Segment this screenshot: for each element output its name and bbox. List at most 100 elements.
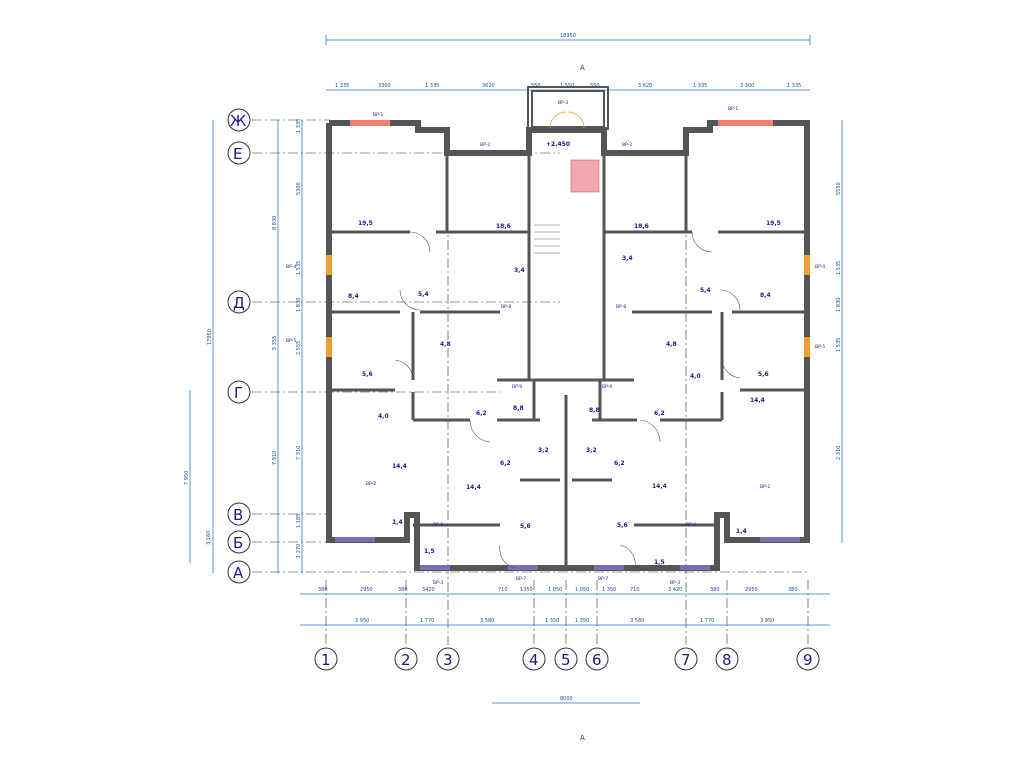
axis-bubble-e: Е <box>227 141 251 165</box>
entrance-bay <box>527 86 609 130</box>
window-top-right <box>718 120 773 126</box>
area-28: 3,2 <box>538 447 549 454</box>
tag-11: ВР-7 <box>516 576 526 582</box>
area-3: 18,6 <box>634 223 649 230</box>
area-18: 1,4 <box>392 519 403 526</box>
area-7: 5,4 <box>700 287 711 294</box>
axis-bubble-9: 9 <box>796 647 820 671</box>
area-19: 1,4 <box>736 528 747 535</box>
area-32: 4,0 <box>378 413 389 420</box>
area-15: 14,4 <box>750 397 765 404</box>
area-6: 5,4 <box>418 291 429 298</box>
bottom1-seg-5: 1350 <box>520 587 533 593</box>
overall-height-text: 17950 <box>207 329 213 345</box>
axis-label-e: Е <box>233 145 242 163</box>
area-11: 4,8 <box>666 341 677 348</box>
tag-6: ВР-4 <box>815 264 825 270</box>
left-total-0: 8 830 <box>272 216 278 230</box>
bottom2-seg-7: 3 950 <box>760 618 774 624</box>
bottom1-seg-9: 710 <box>630 587 640 593</box>
section-mark-top: А <box>580 64 585 72</box>
right-row-0: 5550 <box>836 182 842 195</box>
area-14: 14,4 <box>392 463 407 470</box>
axis-label-v: В <box>233 506 243 524</box>
tag-17: ВР-2 <box>366 481 376 487</box>
tag-14: ВР-8 <box>616 304 626 310</box>
door-swings <box>394 231 741 569</box>
building-walls <box>326 120 810 571</box>
top-seg-0: 1 335 <box>335 83 349 89</box>
top-seg-3: 3620 <box>482 83 495 89</box>
window-bottom-left <box>335 537 375 542</box>
area-12: 5,6 <box>362 371 373 378</box>
interior-walls <box>329 153 807 568</box>
window-right-2 <box>804 337 810 357</box>
stair-landing <box>570 159 600 193</box>
opening-tags: ВР-1 ВР-1 ВР-2 ВР-2 ВР-3 ВР-4 ВР-4 ВР-5 … <box>286 100 825 586</box>
axis-label-g: Г <box>234 384 243 402</box>
axis-bubble-3: 3 <box>436 647 460 671</box>
window-bottom-mid-left <box>420 565 450 570</box>
axis-label-4: 4 <box>529 651 539 669</box>
axis-bubble-zh: Ж <box>227 108 251 132</box>
windows <box>326 120 810 570</box>
bottom2-seg-3: 1 350 <box>545 618 559 624</box>
tag-12: ВР-7 <box>598 576 608 582</box>
area-2: 18,6 <box>496 223 511 230</box>
window-bottom-center-left <box>508 565 538 570</box>
bottom2-seg-0: 3 950 <box>355 618 369 624</box>
area-26: 6,2 <box>500 460 511 467</box>
window-left-2 <box>326 337 332 357</box>
overall-width-text: 18950 <box>560 33 576 39</box>
axis-label-2: 2 <box>401 651 411 669</box>
tag-4: ВР-3 <box>558 100 568 106</box>
axis-bubble-4: 4 <box>522 647 546 671</box>
window-bottom-mid-right <box>680 565 710 570</box>
area-23: 5,6 <box>617 522 628 529</box>
bottom1-seg-8: 1 350 <box>602 587 616 593</box>
right-row-4: 2 310 <box>836 446 842 460</box>
axis-label-7: 7 <box>681 651 691 669</box>
axis-label-zh: Ж <box>230 112 246 130</box>
stair-flight <box>534 224 560 254</box>
axis-label-a: А <box>233 564 244 582</box>
top-seg-9: 3 300 <box>740 83 754 89</box>
area-25: 6,2 <box>654 410 665 417</box>
axis-label-9: 9 <box>803 651 813 669</box>
left-row-1: 5300 <box>296 182 302 195</box>
tag-0: ВР-1 <box>373 112 383 118</box>
tag-15: ВР-9 <box>512 384 522 390</box>
left-total-1: 5 355 <box>272 336 278 350</box>
tag-7: ВР-5 <box>286 338 296 344</box>
bottom2-seg-2: 3 580 <box>480 618 494 624</box>
bottom1-seg-13: 380 <box>788 587 798 593</box>
axis-bubble-5: 5 <box>554 647 578 671</box>
area-10: 4,8 <box>440 341 451 348</box>
bottom1-seg-11: 380 <box>710 587 720 593</box>
window-right-1 <box>804 255 810 275</box>
bottom1-seg-1: 2950 <box>360 587 373 593</box>
bottom2-seg-6: 1 770 <box>700 618 714 624</box>
left-row-6: 1 185 <box>296 514 302 528</box>
area-9: 8,4 <box>760 292 771 299</box>
left-total-2: 7 910 <box>272 451 278 465</box>
tag-16: ВР-9 <box>602 384 612 390</box>
area-13: 5,6 <box>758 371 769 378</box>
letter-axis-bubbles: Ж Е Д Г В Б А <box>227 108 251 584</box>
area-21: 1,5 <box>654 559 665 566</box>
entrance-door-swing <box>549 111 585 129</box>
tag-10: ВР-6 <box>686 522 696 528</box>
tag-2: ВР-2 <box>480 142 490 148</box>
top-seg-1: 3300 <box>378 83 391 89</box>
bottom1-seg-7: 1 050 <box>575 587 589 593</box>
tag-3: ВР-2 <box>622 142 632 148</box>
axis-label-d: Д <box>233 294 245 312</box>
room-areas: 19,5 19,5 18,6 18,6 3,4 3,4 5,4 5,4 8,4 … <box>348 141 781 566</box>
overall-width-dimension: 18950 <box>325 33 811 45</box>
axis-bubble-d: Д <box>227 290 251 314</box>
area-22: 5,6 <box>520 523 531 530</box>
axis-bubble-b: Б <box>227 530 251 554</box>
axis-bubble-g: Г <box>227 380 251 404</box>
area-0: 19,5 <box>358 220 373 227</box>
